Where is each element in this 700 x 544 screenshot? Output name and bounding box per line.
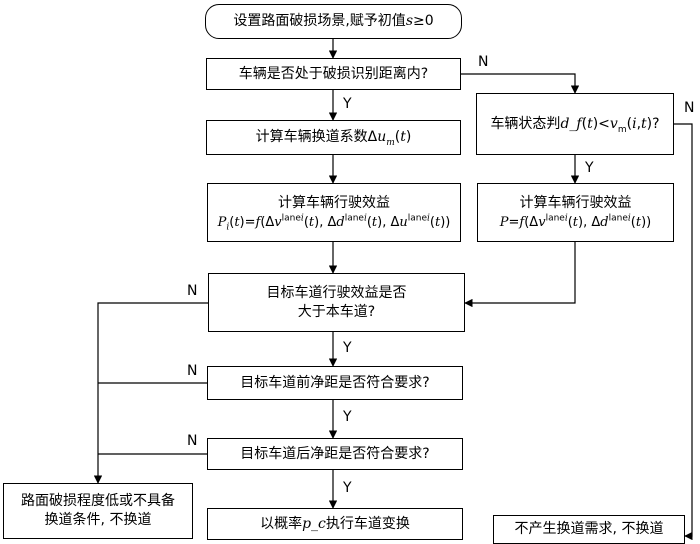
calc-benefit-node: 计算车辆行驶效益 Pi(t)=f(Δvlanei(t), Δdlanei(t),… — [207, 183, 461, 242]
edge-label-rear-no: N — [187, 433, 198, 449]
start-node: 设置路面破损场景,赋予初值s≥0 — [205, 4, 462, 39]
no-change-right-text: 不产生换道需求, 不换道 — [514, 521, 664, 537]
edge-range-no-to-state — [461, 73, 580, 94]
edge-label-range-yes: Y — [343, 96, 352, 112]
edge-label-range-no: N — [478, 54, 489, 70]
rear-gap-decision: 目标车道后净距是否符合要求? — [207, 438, 463, 470]
no-change-left-line1: 路面破损程度低或不具备 — [21, 493, 175, 509]
edge-label-target-yes: Y — [343, 340, 352, 356]
edge-target-no — [93, 302, 208, 484]
edge-benefit-r-to-target — [464, 242, 576, 308]
edge-label-state-no: N — [684, 100, 695, 116]
no-change-right-node: 不产生换道需求, 不换道 — [493, 515, 685, 544]
no-change-left-node: 路面破损程度低或不具备 换道条件, 不换道 — [3, 483, 193, 539]
state-judge-text: 车辆状态判d_f(t)<vm(i,t)? — [490, 115, 660, 135]
edge-state-no-to-no-change — [674, 123, 693, 541]
rear-gap-text: 目标车道后净距是否符合要求? — [240, 445, 430, 462]
state-judge-decision: 车辆状态判d_f(t)<vm(i,t)? — [476, 93, 674, 155]
calc-benefit-right-formula: P=f(Δvlanei(t), Δdlanei(t)) — [499, 213, 652, 230]
execute-text: 以概率p_c执行车道变换 — [260, 515, 410, 532]
calc-benefit-formula: Pi(t)=f(Δvlanei(t), Δdlanei(t), Δulanei(… — [217, 213, 451, 233]
edge-label-front-yes: Y — [343, 409, 352, 425]
edge-label-rear-yes: Y — [343, 480, 352, 496]
calc-benefit-right-node: 计算车辆行驶效益 P=f(Δvlanei(t), Δdlanei(t)) — [477, 183, 674, 242]
no-change-left-line2: 换道条件, 不换道 — [44, 512, 152, 528]
target-greater-line2: 大于本车道? — [297, 303, 376, 320]
execute-node: 以概率p_c执行车道变换 — [207, 508, 463, 540]
calc-coef-text: 计算车辆换道系数Δum(t) — [255, 129, 412, 148]
calc-coef-node: 计算车辆换道系数Δum(t) — [206, 120, 461, 155]
target-greater-line1: 目标车道行驶效益是否 — [266, 284, 407, 301]
front-gap-text: 目标车道前净距是否符合要求? — [240, 374, 430, 391]
calc-benefit-title: 计算车辆行驶效益 — [278, 194, 390, 211]
in-range-decision: 车辆是否处于破损识别距离内? — [206, 58, 461, 90]
calc-benefit-right-title: 计算车辆行驶效益 — [519, 194, 632, 211]
start-text: 设置路面破损场景,赋予初值s≥0 — [233, 13, 434, 29]
front-gap-decision: 目标车道前净距是否符合要求? — [207, 366, 463, 400]
in-range-text: 车辆是否处于破损识别距离内? — [238, 65, 429, 82]
edge-label-state-yes: Y — [585, 160, 594, 176]
target-greater-decision: 目标车道行驶效益是否 大于本车道? — [208, 273, 465, 332]
edge-label-target-no: N — [187, 283, 198, 299]
edge-label-front-no: N — [187, 363, 198, 379]
